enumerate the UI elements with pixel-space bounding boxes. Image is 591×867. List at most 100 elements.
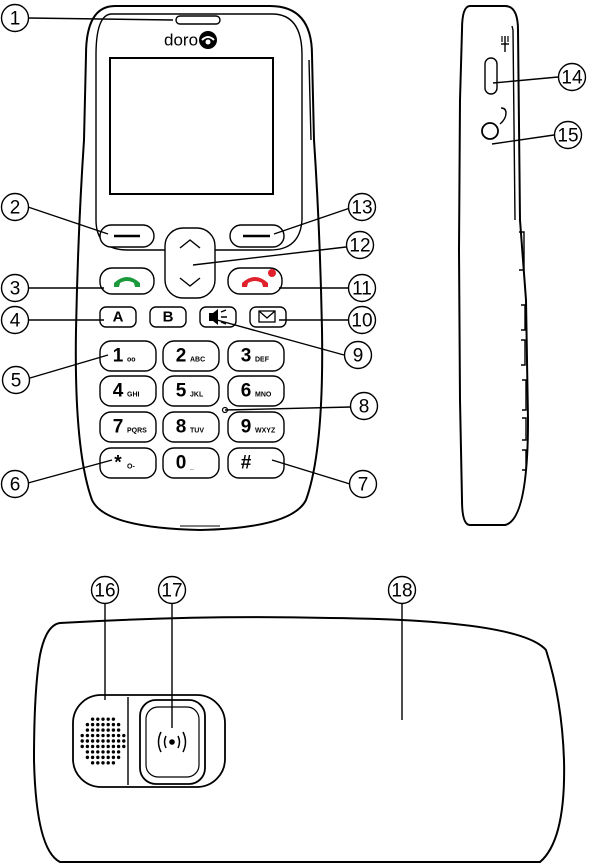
- callout-16: 16: [90, 575, 120, 605]
- grille-hole: [101, 744, 105, 749]
- grille-hole: [90, 750, 95, 754]
- key-letters: MNO: [255, 392, 272, 399]
- callout-label: 18: [391, 581, 412, 602]
- grille-hole: [90, 733, 95, 738]
- side-buttons[interactable]: [519, 231, 527, 471]
- grille-hole: [80, 739, 84, 743]
- grille-hole: [96, 739, 100, 743]
- grille-hole: [101, 750, 105, 754]
- key-digit: 2: [176, 346, 187, 367]
- key-digit: 7: [113, 417, 124, 438]
- grille-hole: [111, 739, 116, 743]
- callout-label: 5: [11, 371, 22, 392]
- grille-hole: [116, 750, 121, 754]
- callout-17: 17: [157, 575, 187, 605]
- grille-hole: [101, 733, 105, 738]
- callout-10: 10: [347, 305, 377, 335]
- key-0[interactable]: 0_: [162, 447, 220, 479]
- grille-hole: [90, 722, 95, 727]
- grille-hole: [85, 755, 90, 760]
- key-digit: #: [241, 453, 252, 474]
- key-letters: PQRS: [127, 428, 147, 435]
- grille-hole: [111, 722, 116, 727]
- key-hash[interactable]: #: [227, 447, 285, 479]
- callout-label: 8: [359, 397, 370, 418]
- grille-hole: [106, 755, 110, 760]
- callout-9: 9: [343, 340, 373, 370]
- callout-3: 3: [0, 273, 30, 303]
- grille-hole: [90, 739, 95, 743]
- callout-label: 17: [161, 581, 182, 602]
- phone-back-body: [32, 616, 566, 863]
- key-letters: DEF: [255, 357, 270, 364]
- grille-hole: [96, 728, 100, 732]
- key-letters: WXYZ: [255, 428, 276, 435]
- power-indicator-icon: [268, 269, 276, 277]
- grille-hole: [90, 761, 95, 765]
- grille-hole: [111, 733, 116, 738]
- key-star[interactable]: *O-: [99, 447, 157, 479]
- callout-1: 1: [0, 3, 30, 33]
- callout-11: 11: [347, 273, 377, 303]
- loudspeaker-grille: [80, 717, 126, 765]
- grille-hole: [96, 750, 100, 754]
- callout-label: 12: [349, 236, 370, 257]
- call-handset-icon: [114, 277, 140, 287]
- soft-key-a[interactable]: [99, 306, 137, 328]
- callout-label: 16: [94, 581, 115, 602]
- brand-logo-text: doro: [164, 31, 198, 50]
- soft-key-b[interactable]: [149, 306, 187, 328]
- callout-label: 3: [10, 279, 21, 300]
- grille-hole: [106, 717, 110, 721]
- grille-hole: [90, 744, 95, 749]
- callout-8: 8: [349, 391, 379, 421]
- grille-hole: [111, 728, 116, 732]
- grille-hole: [90, 728, 95, 732]
- brand-logo-icon: [199, 31, 217, 49]
- grille-hole: [96, 744, 100, 749]
- phone-front-inner-shell: [95, 13, 303, 251]
- grille-hole: [85, 722, 90, 727]
- grille-hole: [101, 717, 105, 721]
- grille-hole: [116, 744, 121, 749]
- emergency-signal-icon: [157, 731, 187, 753]
- speaker-icon: [209, 309, 227, 325]
- front-side-ridge: [308, 59, 312, 141]
- key-digit: *: [114, 453, 122, 474]
- key-letters: JKL: [190, 392, 204, 399]
- grille-hole: [85, 733, 90, 738]
- leader-lines: [27, 17, 559, 728]
- callout-label: 15: [557, 126, 578, 147]
- phone-back: [32, 616, 566, 863]
- grille-hole: [116, 739, 121, 743]
- callout-label: 6: [10, 475, 21, 496]
- callout-7: 7: [348, 469, 378, 499]
- key-letters: TUV: [190, 428, 204, 435]
- soft-key-a-label: A: [113, 309, 124, 326]
- grille-hole: [96, 722, 100, 727]
- key-digit: 0: [176, 453, 187, 474]
- phone-front: doro A B: [74, 5, 324, 532]
- key-digit: 9: [241, 417, 252, 438]
- headset-icon: [499, 107, 507, 125]
- key-letters: GHI: [127, 392, 140, 399]
- callout-2: 2: [0, 192, 30, 222]
- end-handset-icon: [242, 277, 268, 287]
- callout-label: 10: [351, 311, 372, 332]
- callout-label: 11: [352, 279, 372, 300]
- grille-hole: [111, 717, 116, 721]
- callout-5: 5: [1, 365, 31, 395]
- callout-label: 7: [358, 475, 369, 496]
- grille-hole: [85, 728, 90, 732]
- grille-hole: [96, 761, 100, 765]
- callout-18: 18: [387, 575, 417, 605]
